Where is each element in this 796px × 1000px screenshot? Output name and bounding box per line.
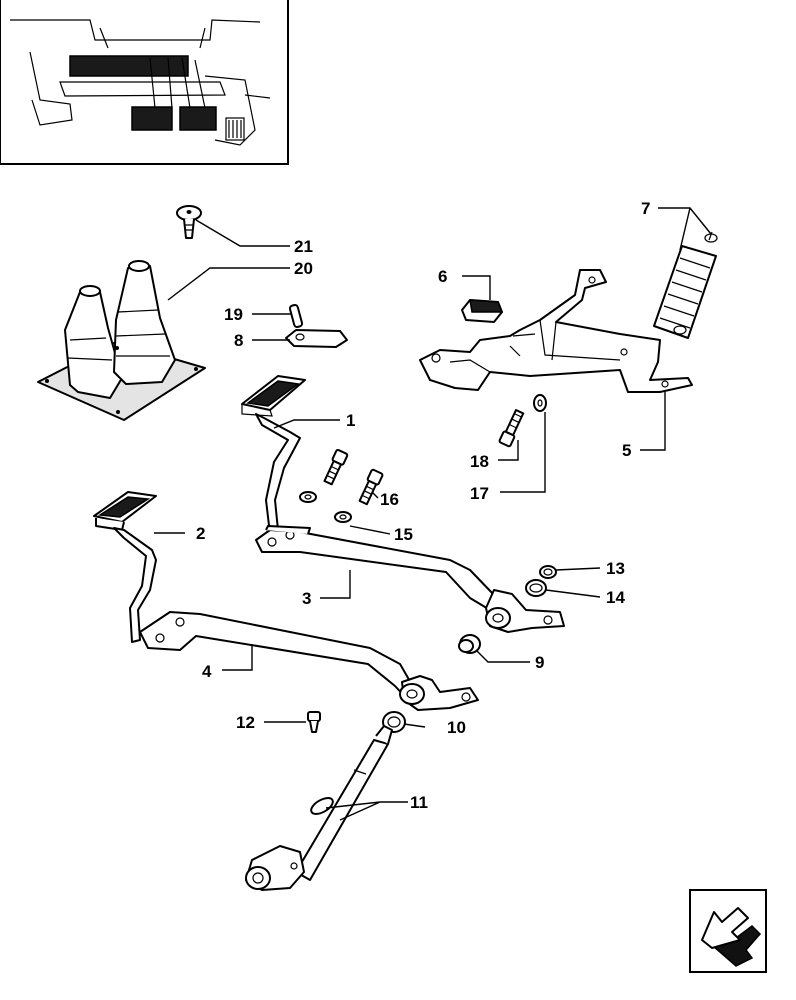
part-17-washer <box>533 394 547 412</box>
callout-11: 11 <box>410 793 428 812</box>
callout-5: 5 <box>622 441 631 460</box>
callout-20: 20 <box>294 259 313 278</box>
part-2-pedal <box>93 491 157 643</box>
part-20-boot <box>37 260 206 421</box>
part-15-washers <box>299 491 352 523</box>
part-10-washer <box>382 711 406 733</box>
part-1-pedal <box>241 375 306 535</box>
callout-18: 18 <box>470 452 489 471</box>
callout-2: 2 <box>196 524 205 543</box>
callout-labels: 1 2 3 4 5 6 7 8 9 10 11 12 13 14 15 16 1… <box>196 199 650 812</box>
callout-19: 19 <box>224 305 243 324</box>
callout-9: 9 <box>535 653 544 672</box>
callout-10: 10 <box>447 718 466 737</box>
callout-6: 6 <box>438 267 447 286</box>
part-5-bracket <box>419 269 693 393</box>
part-12-screw <box>307 711 321 733</box>
callout-16: 16 <box>380 490 399 509</box>
part-7-spring <box>653 231 718 339</box>
part-21-clip <box>176 205 202 239</box>
part-16-bolts <box>323 448 384 506</box>
callout-15: 15 <box>394 525 413 544</box>
leader-lines <box>154 207 712 821</box>
part-13-washer <box>539 565 557 579</box>
callout-8: 8 <box>234 331 243 350</box>
callout-12: 12 <box>236 713 255 732</box>
callout-21: 21 <box>294 237 313 256</box>
part-9-bush <box>458 634 481 654</box>
part-6-pad <box>461 299 504 323</box>
callout-13: 13 <box>606 559 625 578</box>
inset-view <box>0 0 289 165</box>
part-8-plate <box>285 329 348 348</box>
callout-7: 7 <box>641 199 650 218</box>
part-4-arm <box>139 611 479 711</box>
part-18-bolt <box>498 408 525 448</box>
callout-14: 14 <box>606 588 625 607</box>
callout-4: 4 <box>202 662 212 681</box>
callout-3: 3 <box>302 589 311 608</box>
part-19-pin <box>288 304 304 328</box>
part-14-washer <box>525 579 547 597</box>
callout-17: 17 <box>470 484 489 503</box>
part-3-arm <box>255 525 565 633</box>
callout-1: 1 <box>346 411 355 430</box>
return-arrow-icon[interactable] <box>689 889 767 973</box>
part-11-shaft <box>245 725 393 891</box>
